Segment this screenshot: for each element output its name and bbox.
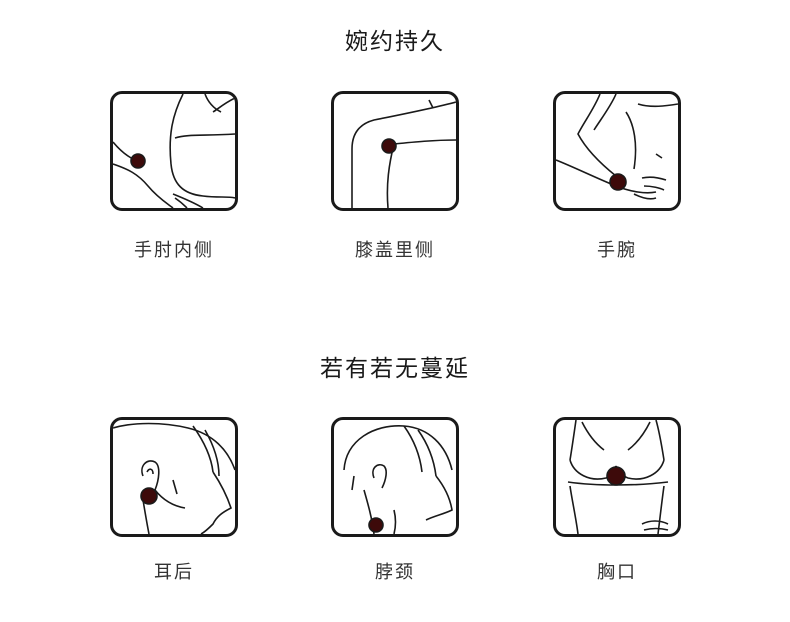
inner-elbow-card — [110, 91, 238, 211]
section-title-spreading: 若有若无蔓延 — [320, 356, 470, 382]
neck-icon — [343, 425, 453, 534]
chest-card — [553, 417, 681, 537]
section-title-lasting: 婉约持久 — [345, 29, 445, 55]
wrist-card — [553, 91, 681, 211]
wrist-icon — [556, 94, 678, 200]
label-wrist: 手腕 — [597, 240, 637, 261]
inner-knee-card — [331, 91, 459, 211]
neck-card — [331, 417, 459, 537]
behind-ear-icon — [113, 422, 235, 534]
behind-ear-card — [110, 417, 238, 537]
label-behind-ear: 耳后 — [154, 562, 194, 583]
label-chest: 胸口 — [597, 562, 637, 583]
inner-elbow-icon — [113, 94, 235, 208]
label-inner-knee: 膝盖里侧 — [355, 240, 435, 261]
chest-icon — [567, 420, 669, 534]
label-inner-elbow: 手肘内侧 — [134, 240, 214, 261]
label-neck: 脖颈 — [375, 562, 415, 583]
inner-knee-icon — [351, 99, 456, 208]
